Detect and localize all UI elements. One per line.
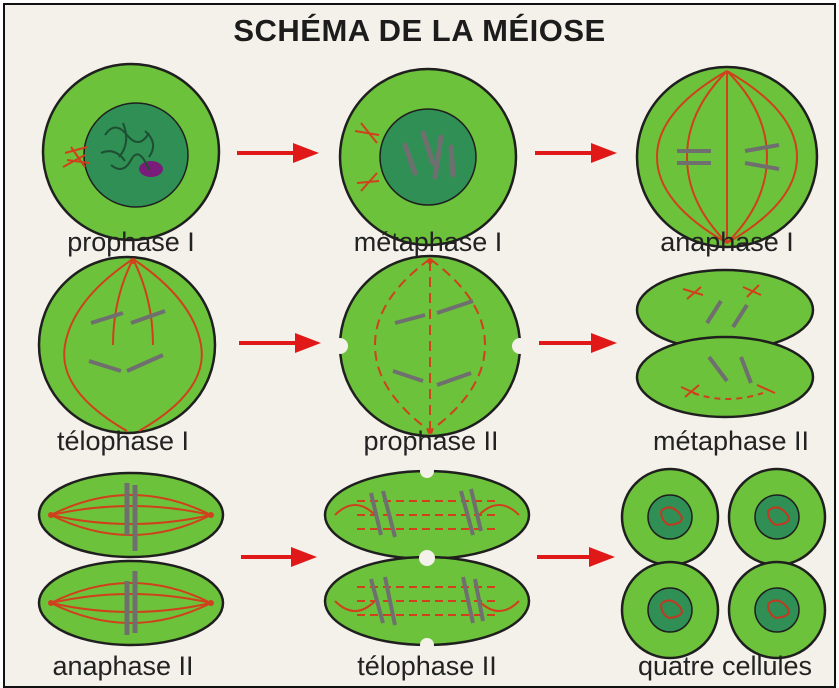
- daughter-cell-3: [622, 562, 718, 658]
- arrow-4: [539, 333, 617, 353]
- label-prophase-1: prophase I: [67, 227, 195, 257]
- label-telophase-1: télophase I: [57, 426, 189, 456]
- label-telophase-2: télophase II: [357, 651, 497, 681]
- diagram-frame: SCHÉMA DE LA MÉIOSE: [3, 3, 836, 688]
- cell-prophase-2: [332, 256, 528, 436]
- daughter-cell-1: [622, 469, 718, 565]
- cell-anaphase-1: [637, 67, 817, 247]
- label-anaphase-2: anaphase II: [52, 651, 193, 681]
- arrow-5: [241, 547, 317, 567]
- label-metaphase-1: métaphase I: [354, 227, 503, 257]
- label-four-cells: quatre cellules: [638, 651, 812, 681]
- label-prophase-2: prophase II: [363, 426, 498, 456]
- label-anaphase-1: anaphase I: [660, 227, 794, 257]
- cell-metaphase-2: [637, 270, 813, 417]
- arrow-2: [535, 143, 617, 163]
- label-metaphase-2: métaphase II: [653, 426, 809, 456]
- cell-telophase-2: [325, 464, 529, 652]
- cell-metaphase-1: [340, 69, 516, 245]
- cell-anaphase-2: [39, 473, 223, 645]
- cell-telophase-1: [39, 257, 215, 433]
- cell-four-cells: [622, 469, 825, 658]
- daughter-cell-4: [729, 562, 825, 658]
- meiosis-diagram: prophase I métaphase I: [5, 5, 834, 686]
- arrow-6: [537, 547, 615, 567]
- cell-prophase-1: [43, 64, 219, 240]
- arrow-3: [239, 333, 321, 353]
- arrow-1: [237, 143, 319, 163]
- daughter-cell-2: [729, 469, 825, 565]
